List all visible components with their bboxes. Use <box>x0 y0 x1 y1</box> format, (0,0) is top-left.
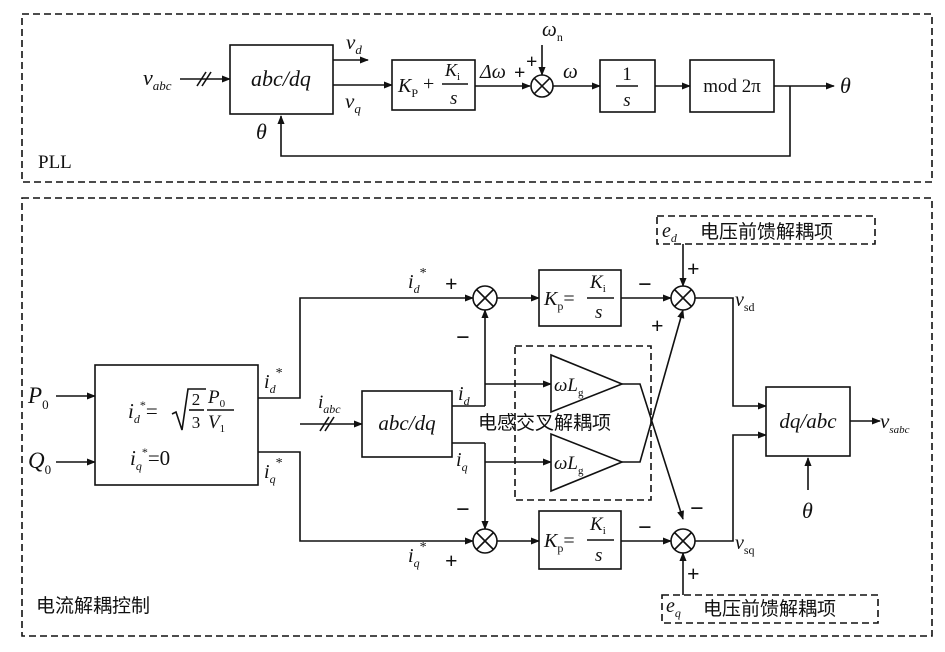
cc-vsq-label: vsq <box>735 532 755 557</box>
cc-frame <box>21 197 933 637</box>
cc-vsabc-label: vsabc <box>880 409 910 436</box>
cc-d-pi-s: s <box>595 302 602 323</box>
cc-vsd-line <box>695 297 767 410</box>
pll-pi-block <box>391 59 476 111</box>
cc-eq-label: eq <box>666 595 681 620</box>
cc-gain-bottom-triangle <box>550 432 625 493</box>
cc-iabc-hatch-1 <box>319 416 330 432</box>
cc-cross-bottom-line <box>622 309 685 463</box>
cc-ed-plus: + <box>687 256 700 281</box>
cc-iq-ref-label-left: iq* <box>264 456 283 486</box>
cc-gain-top-label: ωLg <box>554 375 584 399</box>
pll-abcdq-block <box>229 44 334 115</box>
cc-ed-ff-label: 电压前馈解耦项 <box>700 221 833 243</box>
cc-d-sum2-minus: − <box>638 272 652 298</box>
cc-gain-bottom-label: ωLg <box>554 453 584 477</box>
pll-input-hatch-2 <box>201 71 212 87</box>
cc-iq-label: iq <box>456 449 468 474</box>
cc-id-ref-label-left: id* <box>264 366 283 396</box>
pll-theta-fb-label: θ <box>256 119 267 144</box>
cc-cross-top-line <box>622 383 684 520</box>
cc-q-sum2-minus-left: − <box>638 515 652 541</box>
cc-q0-label: Q0 <box>28 448 51 477</box>
cc-q-pi-s: s <box>595 545 602 566</box>
cc-q-sum2-minus-top: − <box>690 496 704 522</box>
pll-omega-n-label: ωn <box>542 17 563 44</box>
cc-dqabc-label: dq/abc <box>779 409 837 433</box>
cc-q-sum-cross-2 <box>475 531 495 551</box>
cc-q-sum2-cross-2 <box>673 531 693 551</box>
cc-p0-label: P0 <box>27 383 49 412</box>
cc-ref-sqrt-sign <box>171 388 206 431</box>
cc-iabc-label: iabc <box>318 392 341 416</box>
pll-input-label: vabc <box>143 65 172 93</box>
cc-eq-ff-label: 电压前馈解耦项 <box>703 598 836 620</box>
pll-label: PLL <box>38 152 72 173</box>
cc-label: 电流解耦控制 <box>36 595 150 617</box>
pll-vd-label: vd <box>346 30 362 57</box>
cc-eq-plus: + <box>687 561 700 586</box>
cc-d-pi-ki: Ki <box>589 272 606 295</box>
pll-omega-label: ω <box>563 59 578 83</box>
cc-ref-iq-eq: iq*=0 <box>130 445 170 473</box>
pll-integrator-num: 1 <box>622 64 632 85</box>
cc-id-sum-minus: − <box>456 325 470 351</box>
cc-q-pi-kp: Kp= <box>543 530 575 555</box>
cc-iabc-hatch-2 <box>324 416 335 432</box>
cc-cross-label: 电感交叉解耦项 <box>478 412 611 434</box>
cc-gain-top-triangle <box>550 353 625 414</box>
cc-ref-v1: V1 <box>208 412 225 435</box>
cc-q-pi-ki: Ki <box>589 514 606 537</box>
cc-d-sum2-plus-bottom: + <box>651 313 664 338</box>
cc-ref-sqrt-num: 2 <box>192 390 201 409</box>
cc-ed-frame <box>656 215 876 245</box>
pll-pi-plus: + <box>423 73 434 95</box>
cc-abcdq-label: abc/dq <box>378 411 436 435</box>
cc-iq-sum-minus: − <box>456 497 470 523</box>
pll-dw-label: Δω <box>479 61 506 83</box>
pll-pi-kp: KP <box>397 75 418 100</box>
cc-dqabc-block <box>765 386 851 457</box>
cc-d-pi-kp: Kp= <box>543 288 575 313</box>
pll-frame <box>21 13 933 183</box>
cc-id-ref-label-top: id* <box>408 266 427 296</box>
cc-d-sum-cross-2 <box>475 288 495 308</box>
pll-omega-n-plus: + <box>526 51 537 73</box>
cc-id-label: id <box>458 383 471 408</box>
cc-eq-frame <box>661 594 879 624</box>
cc-d-sum2-cross-2 <box>673 288 693 308</box>
pll-feedback-line <box>277 86 791 157</box>
cc-vsd-label: vsd <box>735 289 755 314</box>
pll-input-hatch-1 <box>196 71 207 87</box>
pll-dw-plus: + <box>514 62 525 84</box>
cc-ed-label: ed <box>662 220 678 245</box>
cc-id-sum-plus: + <box>445 271 458 296</box>
pll-pi-ki: Ki <box>444 60 460 83</box>
pll-theta-out-label: θ <box>840 73 851 98</box>
cc-vsq-line <box>695 431 767 542</box>
pll-abcdq-label: abc/dq <box>251 66 311 91</box>
cc-ref-id-lhs: id*= <box>128 398 158 426</box>
cc-iq-sum-plus: + <box>445 548 458 573</box>
cc-id-ref-line <box>258 294 474 399</box>
cc-iq-ref-label-bottom: iq* <box>408 540 427 570</box>
pll-vq-label: vq <box>345 89 361 116</box>
pll-integrator-den: s <box>623 90 630 111</box>
pll-sum-cross-2 <box>533 77 551 95</box>
pll-pi-s: s <box>450 88 457 109</box>
cc-ref-p0: P0 <box>207 387 226 410</box>
cc-iq-ref-line <box>258 451 474 545</box>
cc-theta-label: θ <box>802 498 813 523</box>
pll-mod-label: mod 2π <box>703 76 761 97</box>
cc-ref-sqrt-den: 3 <box>192 413 201 432</box>
cc-abcdq-block <box>361 390 453 458</box>
cc-ref-block <box>94 364 259 486</box>
